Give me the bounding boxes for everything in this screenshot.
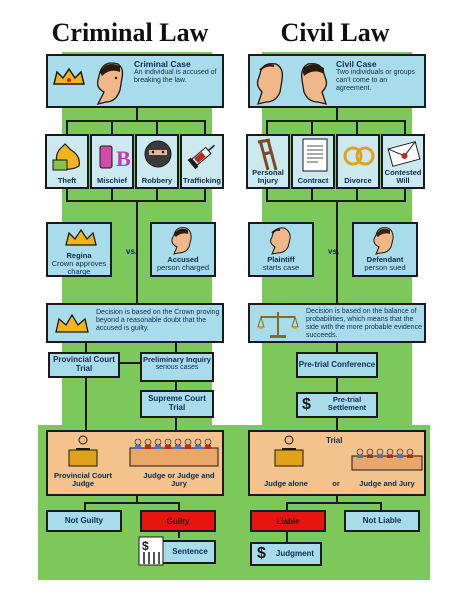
- accused-face-icon: [90, 58, 130, 106]
- supreme-court-trial-box: Supreme Court Trial: [140, 390, 214, 418]
- money-bag-icon: [51, 138, 85, 172]
- syringe-icon: [186, 138, 220, 172]
- plaintiff-box: Plaintiff starts case: [248, 222, 314, 277]
- judge-bench-icon: [272, 434, 306, 468]
- dispute-label-contested-will: Contested Will: [384, 168, 422, 186]
- offence-tile-mischief: B Mischief: [90, 134, 134, 189]
- sentence-label: Sentence: [172, 547, 208, 556]
- judge-bench-icon: [66, 434, 100, 468]
- preliminary-inquiry-box: Preliminary Inquiry serious cases: [140, 352, 214, 382]
- regina-desc: Crown approves charge: [51, 258, 107, 276]
- liable-box: Liable: [250, 510, 326, 532]
- defendant-label: Defendant: [366, 255, 404, 264]
- not-liable-box: Not Liable: [344, 510, 420, 532]
- offence-tile-trafficking: Trafficking: [180, 134, 224, 189]
- judge-alone-label: Judge alone: [264, 479, 308, 488]
- svg-text:$: $: [142, 539, 149, 553]
- civil-case-box: Civil Case Two individuals or groups can…: [248, 54, 426, 108]
- crown-icon: [64, 228, 98, 248]
- offence-label-mischief: Mischief: [96, 176, 127, 186]
- criminal-decision-box: Decision is based on the Crown proving b…: [46, 303, 224, 343]
- civil-decision-box: Decision is based on the balance of prob…: [248, 303, 426, 343]
- defendant-box: Defendant person sued: [352, 222, 418, 277]
- regina-box: Regina Crown approves charge: [46, 222, 112, 277]
- civil-case-desc: Two individuals or groups can't come to …: [336, 69, 415, 93]
- judgment-label: Judgment: [275, 549, 315, 558]
- offence-tile-robbery: Robbery: [135, 134, 179, 189]
- dispute-tile-contested-will: Contested Will: [381, 134, 425, 189]
- or-label: or: [332, 479, 340, 488]
- jury-box-icon: [128, 434, 220, 468]
- spray-can-icon: B: [96, 138, 132, 172]
- dispute-tile-personal-injury: Personal Injury: [246, 134, 290, 189]
- crutch-icon: [254, 138, 284, 172]
- plaintiff-face-icon: [266, 225, 296, 255]
- criminal-vs-label: vs.: [126, 247, 138, 256]
- pretrial-conference-box: Pre-trial Conference: [296, 352, 378, 378]
- criminal-case-box: Criminal Case An individual is accused o…: [46, 54, 224, 108]
- guilty-box: Guilty: [140, 510, 216, 532]
- provincial-court-trial-box: Provincial Court Trial: [48, 352, 120, 378]
- criminal-courtroom-panel: Provincial Court Judge Judge or Judge an…: [46, 430, 224, 496]
- accused-label: Accused: [167, 255, 199, 264]
- not-guilty-box: Not Guilty: [46, 510, 122, 532]
- fine-and-jail-icon: $: [138, 536, 164, 566]
- civil-decision-text: Decision is based on the balance of prob…: [306, 308, 422, 340]
- civil-case-title: Civil Case: [336, 59, 377, 69]
- civil-vs-label: vs.: [328, 247, 340, 256]
- dollar-sign-icon: $: [302, 396, 311, 413]
- regina-label: Regina: [66, 251, 92, 260]
- accused-face-icon: [166, 225, 196, 255]
- will-envelope-icon: [387, 140, 421, 168]
- contract-document-icon: [300, 138, 330, 172]
- dispute-label-contract: Contract: [297, 176, 329, 186]
- criminal-case-title: Criminal Case: [134, 59, 191, 69]
- sentence-box: $ Sentence: [138, 536, 216, 566]
- two-faces-icon: [254, 58, 330, 106]
- offence-label-theft: Theft: [57, 176, 77, 186]
- dollar-sign-icon: $: [257, 545, 266, 562]
- defendant-face-icon: [368, 225, 398, 255]
- preliminary-inquiry-label: Preliminary Inquiry: [143, 355, 211, 364]
- defendant-desc: person sued: [364, 262, 406, 272]
- civil-courtroom-panel: Trial Judge alone or Judge and Jury: [248, 430, 426, 496]
- pretrial-settlement-label: Pre-trial Settlement: [327, 395, 367, 413]
- criminal-decision-text: Decision is based on the Crown proving b…: [96, 309, 220, 333]
- dispute-label-divorce: Divorce: [344, 176, 372, 186]
- crown-icon: [54, 313, 90, 335]
- plaintiff-label: Plaintiff: [267, 255, 295, 264]
- broken-rings-icon: [342, 140, 376, 170]
- masked-robber-icon: [141, 138, 175, 172]
- scales-icon: [256, 309, 300, 339]
- dispute-label-personal-injury: Personal Injury: [252, 168, 284, 186]
- pretrial-settlement-box: $ Pre-trial Settlement: [296, 392, 378, 418]
- plaintiff-desc: starts case: [262, 262, 300, 272]
- offence-label-robbery: Robbery: [141, 176, 173, 186]
- offence-label-trafficking: Trafficking: [183, 176, 221, 186]
- civil-judge-jury-label: Judge and Jury: [359, 479, 415, 488]
- criminal-judge-jury-label: Judge or Judge and Jury: [143, 471, 215, 488]
- trial-label: Trial: [326, 436, 343, 445]
- svg-text:B: B: [116, 146, 131, 171]
- jury-box-icon: [350, 446, 424, 472]
- dispute-tile-divorce: Divorce: [336, 134, 380, 189]
- judgment-box: $ Judgment: [250, 542, 322, 566]
- criminal-law-title: Criminal Law: [51, 18, 209, 47]
- accused-desc: person charged: [156, 262, 210, 272]
- accused-box: Accused person charged: [150, 222, 216, 277]
- offence-tile-theft: Theft: [45, 134, 89, 189]
- provincial-court-judge-label: Provincial Court Judge: [54, 471, 112, 488]
- criminal-case-desc: An individual is accused of breaking the…: [134, 69, 217, 85]
- crown-icon: [52, 66, 86, 88]
- civil-law-title: Civil Law: [280, 18, 390, 47]
- dispute-tile-contract: Contract: [291, 134, 335, 189]
- preliminary-inquiry-note: serious cases: [155, 363, 199, 371]
